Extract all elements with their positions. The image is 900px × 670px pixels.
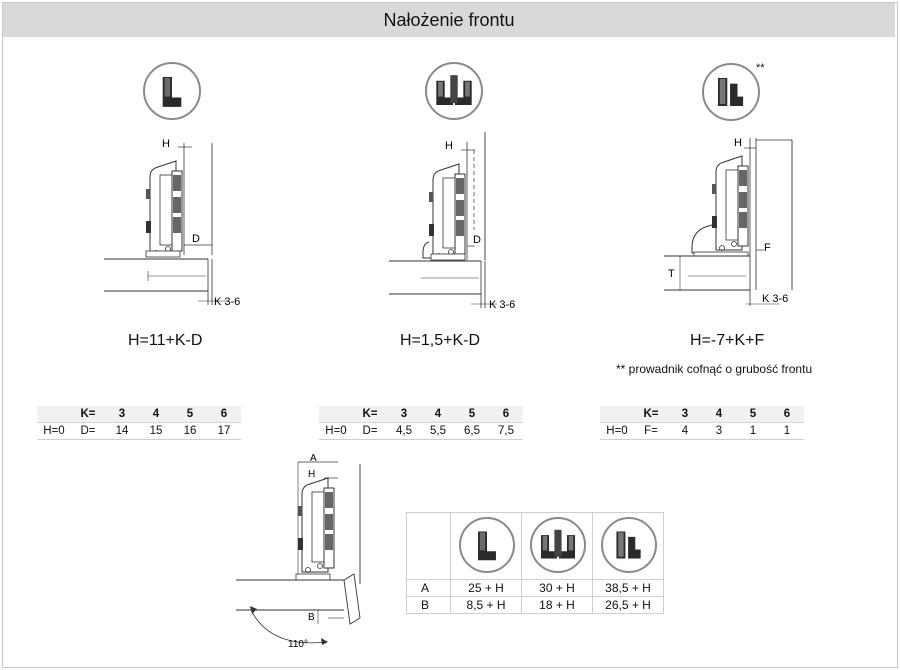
d-label: D [192,233,200,245]
h-label: H [445,140,453,152]
f-label: F [764,242,771,254]
page-title: Nałożenie frontu [3,3,895,37]
h-label: H [308,469,315,480]
half-overlay-hinge-icon [425,62,483,120]
full-overlay-hinge-icon [459,517,515,573]
h-label: H [734,137,742,149]
half-overlay-hinge-icon [530,517,586,573]
k-label: K 3-6 [489,299,515,311]
full-overlay-hinge-icon [143,62,201,120]
k-label: K 3-6 [762,293,788,305]
full-overlay-diagram: H D K 3-6 [104,138,240,308]
formula-half-overlay: H=1,5+K-D [400,332,481,349]
angle-label: 110° [288,639,308,650]
opening-angle-diagram: A H B 110° [236,453,361,650]
b-label: B [308,612,315,623]
formula-inset: H=-7+K+F [690,332,765,349]
inset-hinge-icon [702,63,760,121]
ab-icon-row [406,512,664,580]
t-label: T [668,268,675,280]
table-row: B 8,5 + H 18 + H 26,5 + H [406,596,664,614]
inset-footnote-marker: ** [756,62,765,74]
h-label: H [162,138,170,150]
footnote: ** prowadnik cofnąć o grubość frontu [616,362,813,376]
ab-dimension-table: A 25 + H 30 + H 38,5 + H B 8,5 + H 18 + … [406,512,664,614]
inset-hinge-icon [601,517,657,573]
formula-full-overlay: H=11+K-D [128,332,203,349]
half-overlay-diagram: H D K 3-6 [389,132,515,311]
table-row: A 25 + H 30 + H 38,5 + H [406,579,664,597]
a-label: A [310,453,317,464]
d-label: D [473,234,481,246]
k-label: K 3-6 [214,296,240,308]
inset-diagram: H F T K 3-6 [664,137,793,306]
